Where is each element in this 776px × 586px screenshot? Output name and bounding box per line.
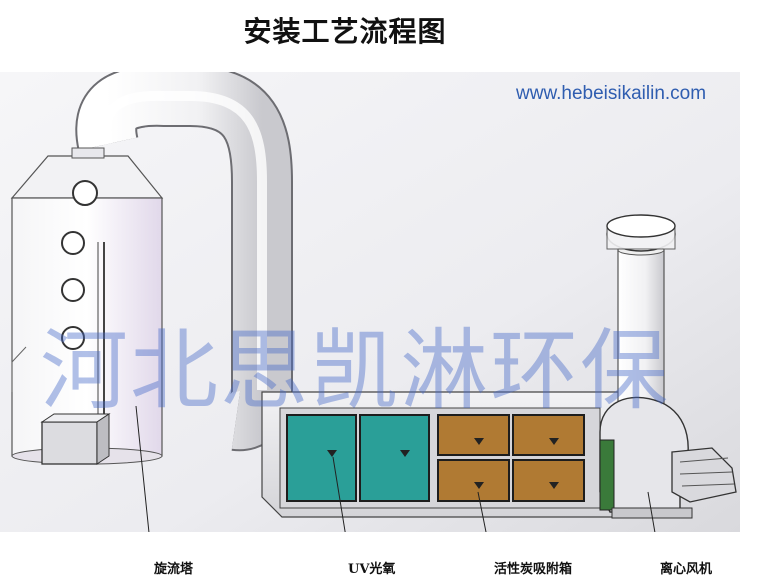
carbon-panel-4 — [512, 459, 585, 502]
uv-arrow-icon — [327, 450, 337, 457]
carbon-panel-2 — [512, 414, 585, 456]
manhole-3 — [61, 278, 85, 302]
manhole-4 — [61, 326, 85, 350]
leader-lines — [135, 405, 656, 532]
process-diagram — [0, 72, 740, 532]
company-watermark: 河北思凯淋环保 — [40, 319, 671, 422]
carbon-panel-3 — [437, 459, 510, 502]
label-uv-photo-oxygen: UV光氧 — [348, 562, 396, 577]
page-title: 安装工艺流程图 — [243, 15, 447, 48]
carbon-panel-1 — [437, 414, 510, 456]
label-activated-carbon-box: 活性炭吸附箱 — [494, 562, 573, 577]
label-cyclone-tower: 旋流塔 — [154, 562, 194, 577]
uv-panel-right — [359, 414, 430, 502]
uv-panel-left — [286, 414, 357, 502]
pump-box — [41, 421, 98, 465]
manhole-2 — [61, 231, 85, 255]
label-centrifugal-fan: 离心风机 — [660, 562, 713, 577]
manhole-1 — [72, 180, 98, 206]
cyclone-tower — [10, 147, 164, 465]
website-url: www.hebeisikailin.com — [516, 83, 707, 104]
